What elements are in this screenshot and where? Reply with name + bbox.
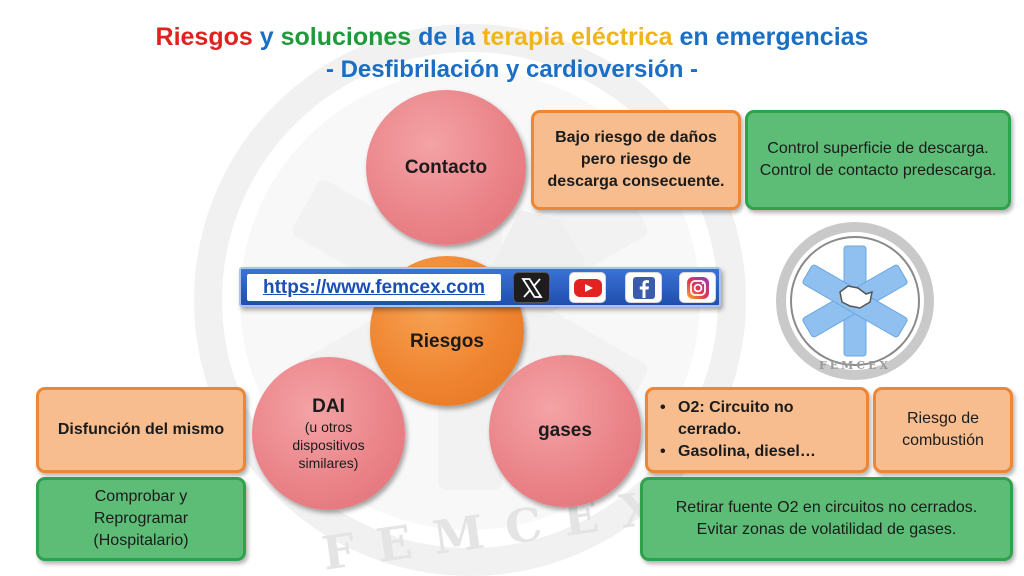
title-word-de-la: de la [418, 23, 476, 51]
gases-risk-box: O2: Circuito no cerrado. Gasolina, diese… [645, 387, 869, 473]
circle-center-label: Riesgos [410, 331, 484, 352]
circle-contacto-label: Contacto [404, 156, 488, 178]
facebook-icon[interactable] [625, 272, 662, 303]
gases-risk-bullets: O2: Circuito no cerrado. Gasolina, diese… [658, 397, 856, 463]
circle-dai-sublabel: (u otros dispositivos similares) [292, 418, 365, 471]
gases-bullet-o2: O2: Circuito no cerrado. [658, 397, 856, 441]
gases-solution-line2: Evitar zonas de volatilidad de gases. [696, 521, 957, 538]
title-word-soluciones: soluciones [280, 23, 412, 51]
page-subtitle: - Desfibrilación y cardioversión - [325, 56, 699, 83]
dai-risk-text: Disfunción del mismo [57, 421, 225, 438]
circle-gases-label: gases [538, 420, 592, 441]
dai-risk-box: Disfunción del mismo [36, 387, 246, 473]
femcex-logo: FEMCEX [776, 222, 934, 380]
circle-dai-label: DAI [312, 395, 345, 417]
youtube-icon[interactable] [569, 272, 606, 303]
website-link[interactable]: https://www.femcex.com [247, 274, 501, 301]
contacto-risk-text: Bajo riesgo de daños pero riesgo de desc… [547, 129, 725, 190]
circle-contacto: Contacto [366, 90, 526, 245]
x-icon[interactable] [513, 272, 550, 303]
contacto-solution-box: Control superficie de descarga. Control … [745, 110, 1011, 210]
gases-combustion-text: Riesgo de combustión [902, 410, 984, 449]
gases-solution-box: Retirar fuente O2 en circuitos no cerrad… [640, 477, 1013, 561]
url-banner: https://www.femcex.com [239, 267, 721, 307]
dai-solution-box: Comprobar y Reprogramar (Hospitalario) [36, 477, 246, 561]
title-word-y: y [259, 23, 274, 51]
title-word-emergencias: en emergencias [679, 23, 869, 51]
gases-combustion-box: Riesgo de combustión [873, 387, 1013, 473]
page-title: Riesgos y soluciones de la terapia eléct… [0, 22, 1024, 52]
instagram-icon[interactable] [679, 272, 716, 303]
contacto-solution-line2: Control de contacto predescarga. [759, 162, 997, 179]
logo-text: FEMCEX [819, 359, 891, 372]
gases-bullet-gasolina: Gasolina, diesel… [658, 441, 856, 463]
dai-solution-text: Comprobar y Reprogramar (Hospitalario) [93, 488, 189, 549]
circle-gases: gases [489, 355, 641, 507]
title-word-terapia: terapia eléctrica [482, 23, 673, 51]
contacto-solution-line1: Control superficie de descarga. [767, 140, 989, 157]
circle-dai: DAI (u otros dispositivos similares) [252, 357, 405, 510]
contacto-risk-box: Bajo riesgo de daños pero riesgo de desc… [531, 110, 741, 210]
title-word-riesgos: Riesgos [155, 23, 253, 51]
gases-solution-line1: Retirar fuente O2 en circuitos no cerrad… [675, 499, 978, 516]
